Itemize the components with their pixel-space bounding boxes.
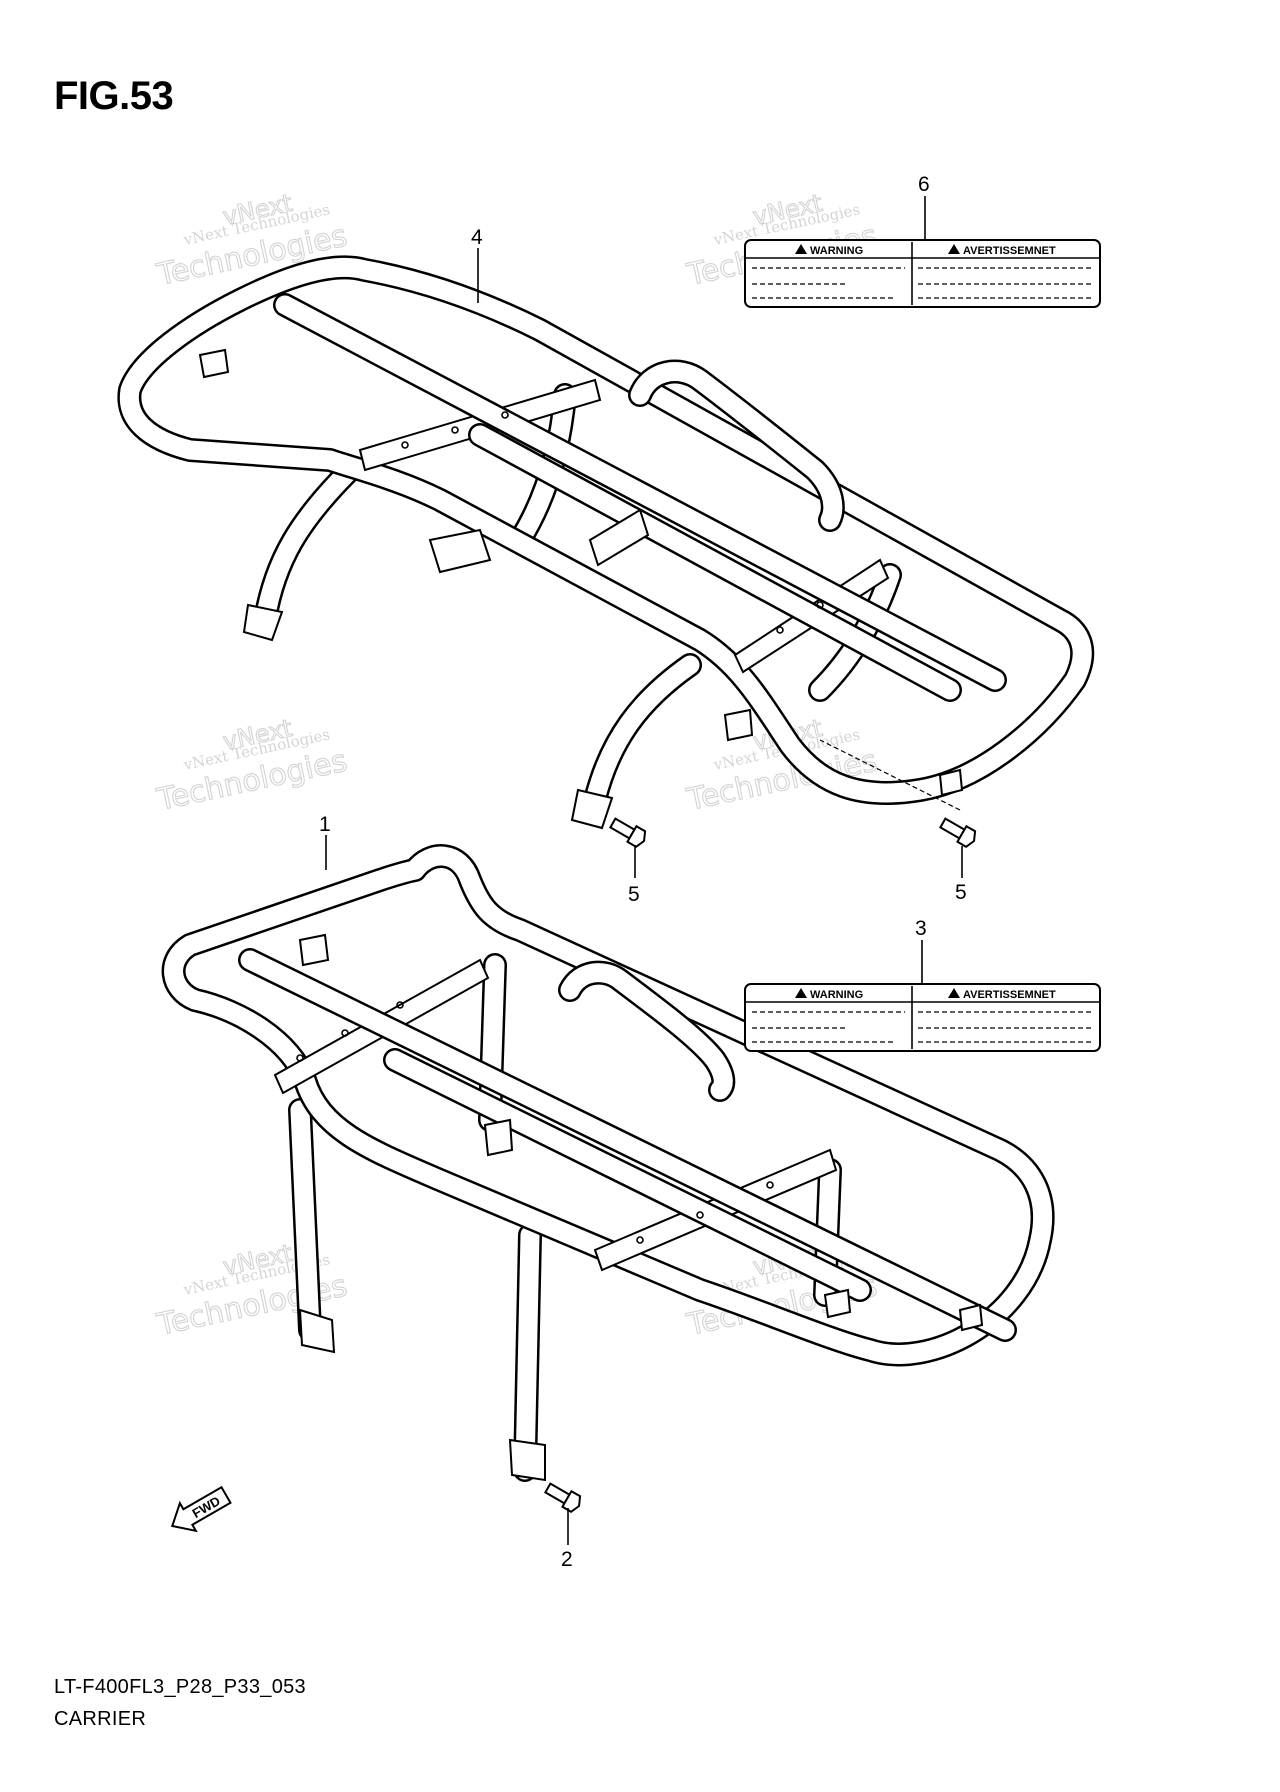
carrier-part-1 (161, 844, 1055, 1482)
bolt-icon (544, 1482, 582, 1513)
avertissement-heading: AVERTISSEMNET (963, 989, 1056, 1001)
carrier-part-4 (117, 255, 1095, 830)
callout-1: 1 (319, 813, 331, 836)
warning-heading: WARNING (810, 245, 863, 257)
diagram-name: CARRIER (54, 1708, 147, 1730)
warning-label-part-6: WARNING AVERTISSEMNET (744, 239, 1101, 308)
callout-3: 3 (915, 917, 927, 940)
callout-4: 4 (471, 226, 483, 249)
bolt-icon (609, 817, 647, 848)
model-code: LT-F400FL3_P28_P33_053 (54, 1676, 306, 1698)
warning-triangle-icon (795, 988, 807, 998)
callout-5: 5 (628, 883, 640, 906)
callout-6: 6 (918, 173, 930, 196)
bolt-icon (939, 817, 977, 848)
callout-5: 5 (955, 881, 967, 904)
warning-triangle-icon (948, 244, 960, 254)
warning-triangle-icon (948, 988, 960, 998)
fwd-arrow-icon: FWD (170, 1485, 232, 1533)
watermarks: vNext Technologies Technologies vNext vN… (153, 188, 881, 1343)
callout-leaders (325, 196, 963, 1545)
avertissement-heading: AVERTISSEMNET (963, 245, 1056, 257)
callout-2: 2 (561, 1548, 573, 1571)
warning-heading: WARNING (810, 989, 863, 1001)
figure-title: FIG.53 (54, 74, 174, 118)
warning-label-part-3: WARNING AVERTISSEMNET (744, 983, 1101, 1052)
warning-triangle-icon (795, 244, 807, 254)
